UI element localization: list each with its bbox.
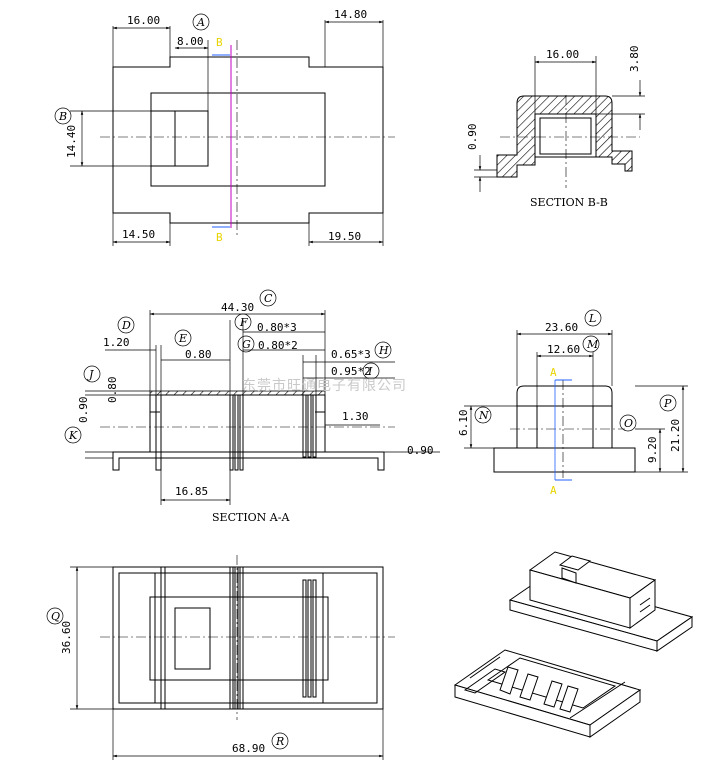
bubble-j: J <box>87 368 94 381</box>
bubble-e: E <box>178 332 187 345</box>
dim-36-60: 36.60 <box>60 621 73 654</box>
dim-16-00-bb: 16.00 <box>546 48 579 61</box>
dim-6-10: 6.10 <box>457 410 470 437</box>
section-bb-view <box>474 56 645 192</box>
dim-8-00: 8.00 <box>177 35 204 48</box>
dim-0-80x2: 0.80*2 <box>258 339 298 352</box>
dim-9-20: 9.20 <box>646 437 659 464</box>
bubble-k: K <box>68 429 78 442</box>
section-mark-a-bottom: A <box>550 484 557 497</box>
dim-0-65x3: 0.65*3 <box>331 348 371 361</box>
bubble-n: N <box>478 409 489 422</box>
bottom-view <box>46 555 395 760</box>
dim-68-90: 68.90 <box>232 742 265 755</box>
dim-0-95x2: 0.95*2 <box>331 365 371 378</box>
dim-3-80: 3.80 <box>628 46 641 73</box>
bubble-m: M <box>586 338 599 351</box>
dim-0-80x3: 0.80*3 <box>257 321 297 334</box>
dim-14-80: 14.80 <box>334 8 367 21</box>
section-mark-b-bottom: B <box>216 231 223 244</box>
bubble-p: P <box>663 397 672 410</box>
bubble-g: G <box>242 338 251 351</box>
side-view <box>464 309 688 481</box>
dim-16-00-top: 16.00 <box>127 14 160 27</box>
dim-0-80-vertical: 0.80 <box>106 377 119 404</box>
dim-0-80: 0.80 <box>185 348 212 361</box>
section-bb-caption: SECTION B-B <box>530 196 608 209</box>
dim-0-90-vertical: 0.90 <box>77 397 90 424</box>
bubble-l: L <box>588 312 596 325</box>
bubble-a: A <box>196 16 205 29</box>
bubble-h: H <box>378 344 389 357</box>
bubble-b: B <box>58 110 67 123</box>
bubble-q: Q <box>51 610 60 623</box>
bubble-d: D <box>121 319 131 332</box>
dim-16-85: 16.85 <box>175 485 208 498</box>
bubble-o: O <box>624 417 633 430</box>
bubble-r: R <box>275 735 284 748</box>
dim-1-20: 1.20 <box>103 336 130 349</box>
section-mark-b-top: B <box>216 36 223 49</box>
dim-21-20: 21.20 <box>669 419 682 452</box>
dim-44-30: 44.30 <box>221 301 254 314</box>
dim-12-60: 12.60 <box>547 343 580 356</box>
dim-1-30: 1.30 <box>342 410 369 423</box>
top-view <box>54 13 395 246</box>
isometric-cover <box>508 551 694 652</box>
section-mark-a-top: A <box>550 366 557 379</box>
bubble-f: F <box>239 316 248 329</box>
dim-0-90-bb: 0.90 <box>466 124 479 151</box>
watermark: 东莞市旺通电子有限公司 <box>242 377 407 394</box>
section-aa-view <box>64 289 440 505</box>
dim-0-90-base: 0.90 <box>407 444 434 457</box>
section-aa-caption: SECTION A-A <box>212 511 290 524</box>
dim-23-60: 23.60 <box>545 321 578 334</box>
bubble-i: I <box>367 365 373 378</box>
dim-14-50: 14.50 <box>122 228 155 241</box>
dim-19-50: 19.50 <box>328 230 361 243</box>
isometric-bobbin <box>453 649 642 738</box>
bubble-c: C <box>264 292 273 305</box>
dim-14-40: 14.40 <box>65 125 78 158</box>
